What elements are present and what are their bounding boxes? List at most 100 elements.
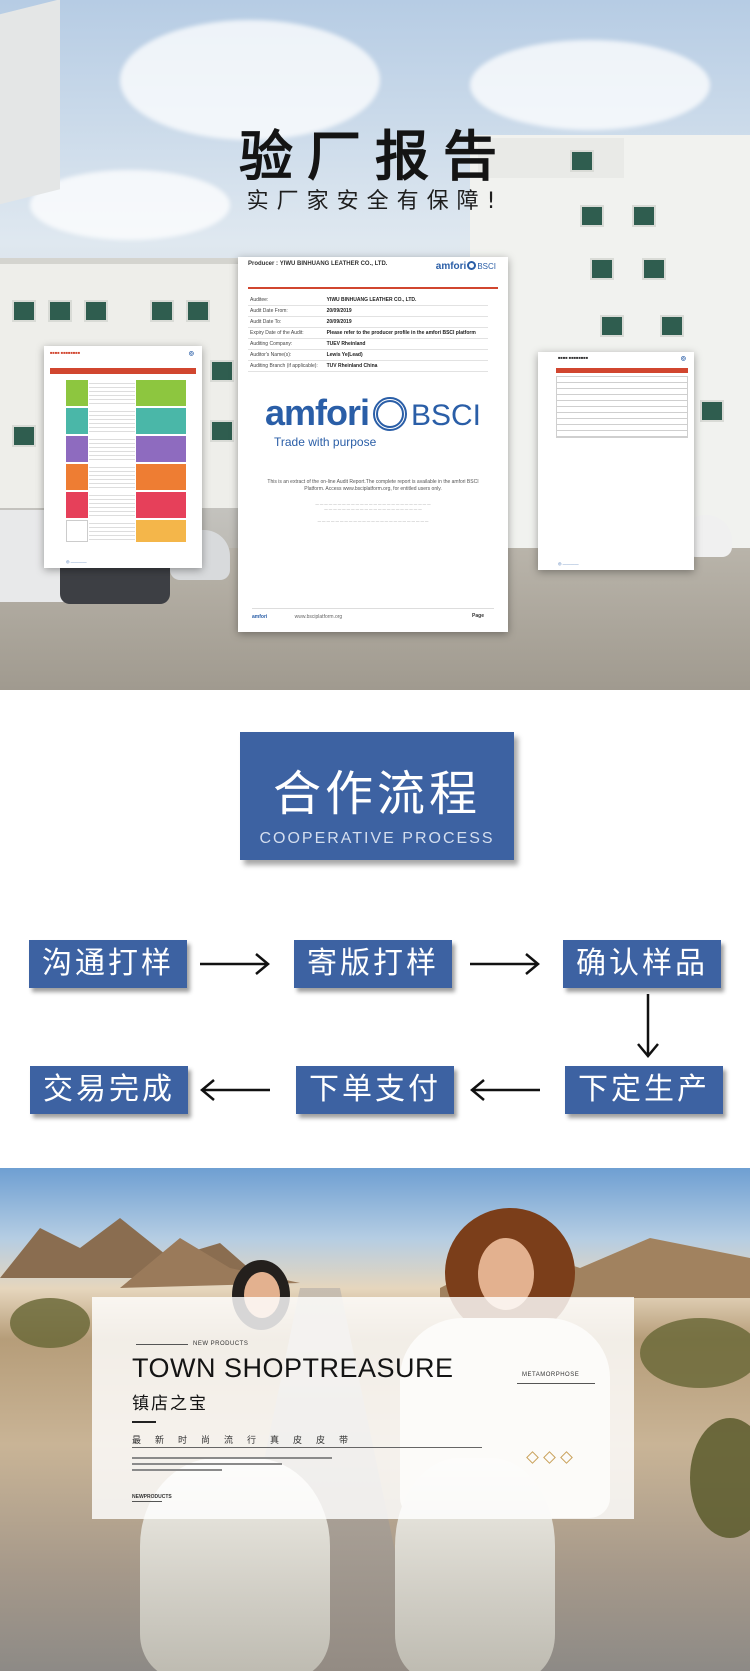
footer-logo: amfori <box>252 614 268 620</box>
cloud <box>470 40 710 130</box>
amfori-ring-large-icon <box>373 397 407 431</box>
doc-footer-small: ◎ ———— <box>66 559 87 564</box>
bottom-tag: NEWPRODUCTS <box>132 1494 172 1500</box>
audit-row-label: Audit Date From: <box>248 305 325 317</box>
audit-row-value: 20/09/2019 <box>324 316 488 328</box>
meta-label: METAMORPHOSE <box>522 1372 580 1378</box>
extract-note: This is an extract of the on-line Audit … <box>267 479 479 492</box>
arrow-down-icon <box>637 994 659 1058</box>
amfori-logo-small: amfori BSCI <box>436 261 496 272</box>
report-page-rating: ■■■■ ■■■■■■■■ ◎ ◎ ———— <box>44 346 202 568</box>
audit-row: Audit Date From:20/09/2019 <box>248 305 488 317</box>
audit-row: Auditor's Name(s):Lewis Ye(Lead) <box>248 349 488 361</box>
bottom-rule <box>132 1501 162 1502</box>
mountain-range <box>0 1218 750 1298</box>
rating-row-a <box>66 380 186 406</box>
window <box>48 300 72 322</box>
audit-row-label: Auditor's Name(s): <box>248 349 325 361</box>
rating-row-c <box>66 436 186 462</box>
audit-row-value: TUV Rheinland China <box>324 360 488 372</box>
shrub <box>690 1418 750 1538</box>
doc-header-bar <box>556 368 688 373</box>
process-title: 合作流程 <box>272 766 481 822</box>
doc-logo-small: ◎ <box>680 356 686 362</box>
audit-row: Expiry Date of the Audit:Please refer to… <box>248 327 488 339</box>
rating-row-b <box>66 408 186 434</box>
new-products-tag: NEW PRODUCTS <box>193 1341 249 1347</box>
bsci-wordmark: BSCI <box>411 399 482 432</box>
arrow-left-icon <box>470 1079 540 1101</box>
fine-print-block: — — — — — — — — — — — — — — — — — — — — … <box>315 502 431 511</box>
audit-details-table: Auditee:YIWU BINHUANG LEATHER CO., LTD.A… <box>248 295 488 372</box>
audit-row: Audit Date To:20/09/2019 <box>248 316 488 328</box>
feature-title: TOWN SHOPTREASURE <box>132 1353 454 1383</box>
audit-report-section: 验厂报告 实厂家安全有保障! ■■■■ ■■■■■■■■ ◎ ◎ ———— Pr… <box>0 0 750 690</box>
audit-row-label: Audit Date To: <box>248 316 325 328</box>
meta-rule <box>517 1383 595 1384</box>
bsci-logo-small-text: BSCI <box>477 262 496 271</box>
doc-producer-small: ■■■■ ■■■■■■■■ <box>558 355 589 360</box>
fine-print-block: — — — — — — — — — — — — — — — — — — — — … <box>317 519 429 523</box>
step-confirm-sample: 确认样品 <box>563 940 721 988</box>
amfori-logo-small-text: amfori <box>435 261 467 272</box>
arrow-right-icon <box>200 953 270 975</box>
report-cover-page: Producer : YIWU BINHUANG LEATHER CO., LT… <box>238 257 508 632</box>
window <box>210 360 234 382</box>
audit-title: 验厂报告 <box>239 125 511 188</box>
long-rule <box>132 1447 482 1448</box>
doc-producer-small: ■■■■ ■■■■■■■■ <box>50 350 81 355</box>
window <box>600 315 624 337</box>
doc-footer-small: ◎ ———— <box>558 561 579 566</box>
window <box>210 420 234 442</box>
feature-title-cn: 镇店之宝 <box>132 1394 208 1414</box>
shrub <box>640 1318 750 1388</box>
cloud <box>30 170 230 240</box>
producer-label: Producer : <box>248 261 279 267</box>
arrow-left-icon <box>200 1079 270 1101</box>
feature-panel: NEW PRODUCTS TOWN SHOPTREASURE 镇店之宝 最新时尚… <box>92 1297 634 1519</box>
doc-header-bar <box>50 368 196 374</box>
process-heading-box: 合作流程 COOPERATIVE PROCESS <box>240 732 514 860</box>
doc-footer: amfori www.bsciplatform.org Page <box>252 608 494 624</box>
window <box>642 258 666 280</box>
details-grid <box>556 376 688 438</box>
audit-row-label: Auditee: <box>248 295 325 306</box>
audit-row-label: Expiry Date of the Audit: <box>248 327 325 339</box>
arrow-right-icon <box>470 953 540 975</box>
diamond-icon <box>526 1451 539 1464</box>
audit-row-value: Lewis Ye(Lead) <box>324 349 488 361</box>
diamond-ornament <box>526 1447 588 1466</box>
cloud <box>120 20 380 140</box>
window <box>570 150 594 172</box>
report-page-details: ■■■■ ■■■■■■■■ ◎ ◎ ———— <box>538 352 694 570</box>
rating-row-e <box>66 492 186 518</box>
audit-row: Auditing Branch (if applicable):TUV Rhei… <box>248 360 488 372</box>
window <box>700 400 724 422</box>
shrub <box>10 1298 90 1348</box>
header-rule <box>248 287 498 289</box>
tag-rule <box>136 1344 188 1345</box>
doc-logo-small: ◎ <box>188 351 194 357</box>
tagline: Trade with purpose <box>274 435 377 449</box>
diamond-icon <box>560 1451 573 1464</box>
audit-row-value: Please refer to the producer profile in … <box>324 327 488 339</box>
footer-page: Page <box>472 613 484 619</box>
step-send-sample: 寄版打样 <box>294 940 452 988</box>
audit-row-value: 20/09/2019 <box>324 305 488 317</box>
producer-name: YIWU BINHUANG LEATHER CO., LTD. <box>279 261 388 267</box>
amfori-wordmark: amfori <box>264 392 370 433</box>
window <box>150 300 174 322</box>
window <box>12 425 36 447</box>
audit-row: Auditee:YIWU BINHUANG LEATHER CO., LTD. <box>248 295 488 306</box>
step-production: 下定生产 <box>565 1066 723 1114</box>
audit-row-value: TUEV Rheinland <box>324 338 488 350</box>
audit-row-label: Auditing Company: <box>248 338 325 350</box>
window <box>580 205 604 227</box>
step-communicate-sample: 沟通打样 <box>29 940 187 988</box>
short-rule <box>132 1421 156 1423</box>
footer-site: www.bsciplatform.org <box>294 614 343 620</box>
audit-subtitle: 实厂家安全有保障! <box>246 189 504 214</box>
rating-row-f <box>66 520 186 542</box>
feature-description <box>132 1455 342 1471</box>
